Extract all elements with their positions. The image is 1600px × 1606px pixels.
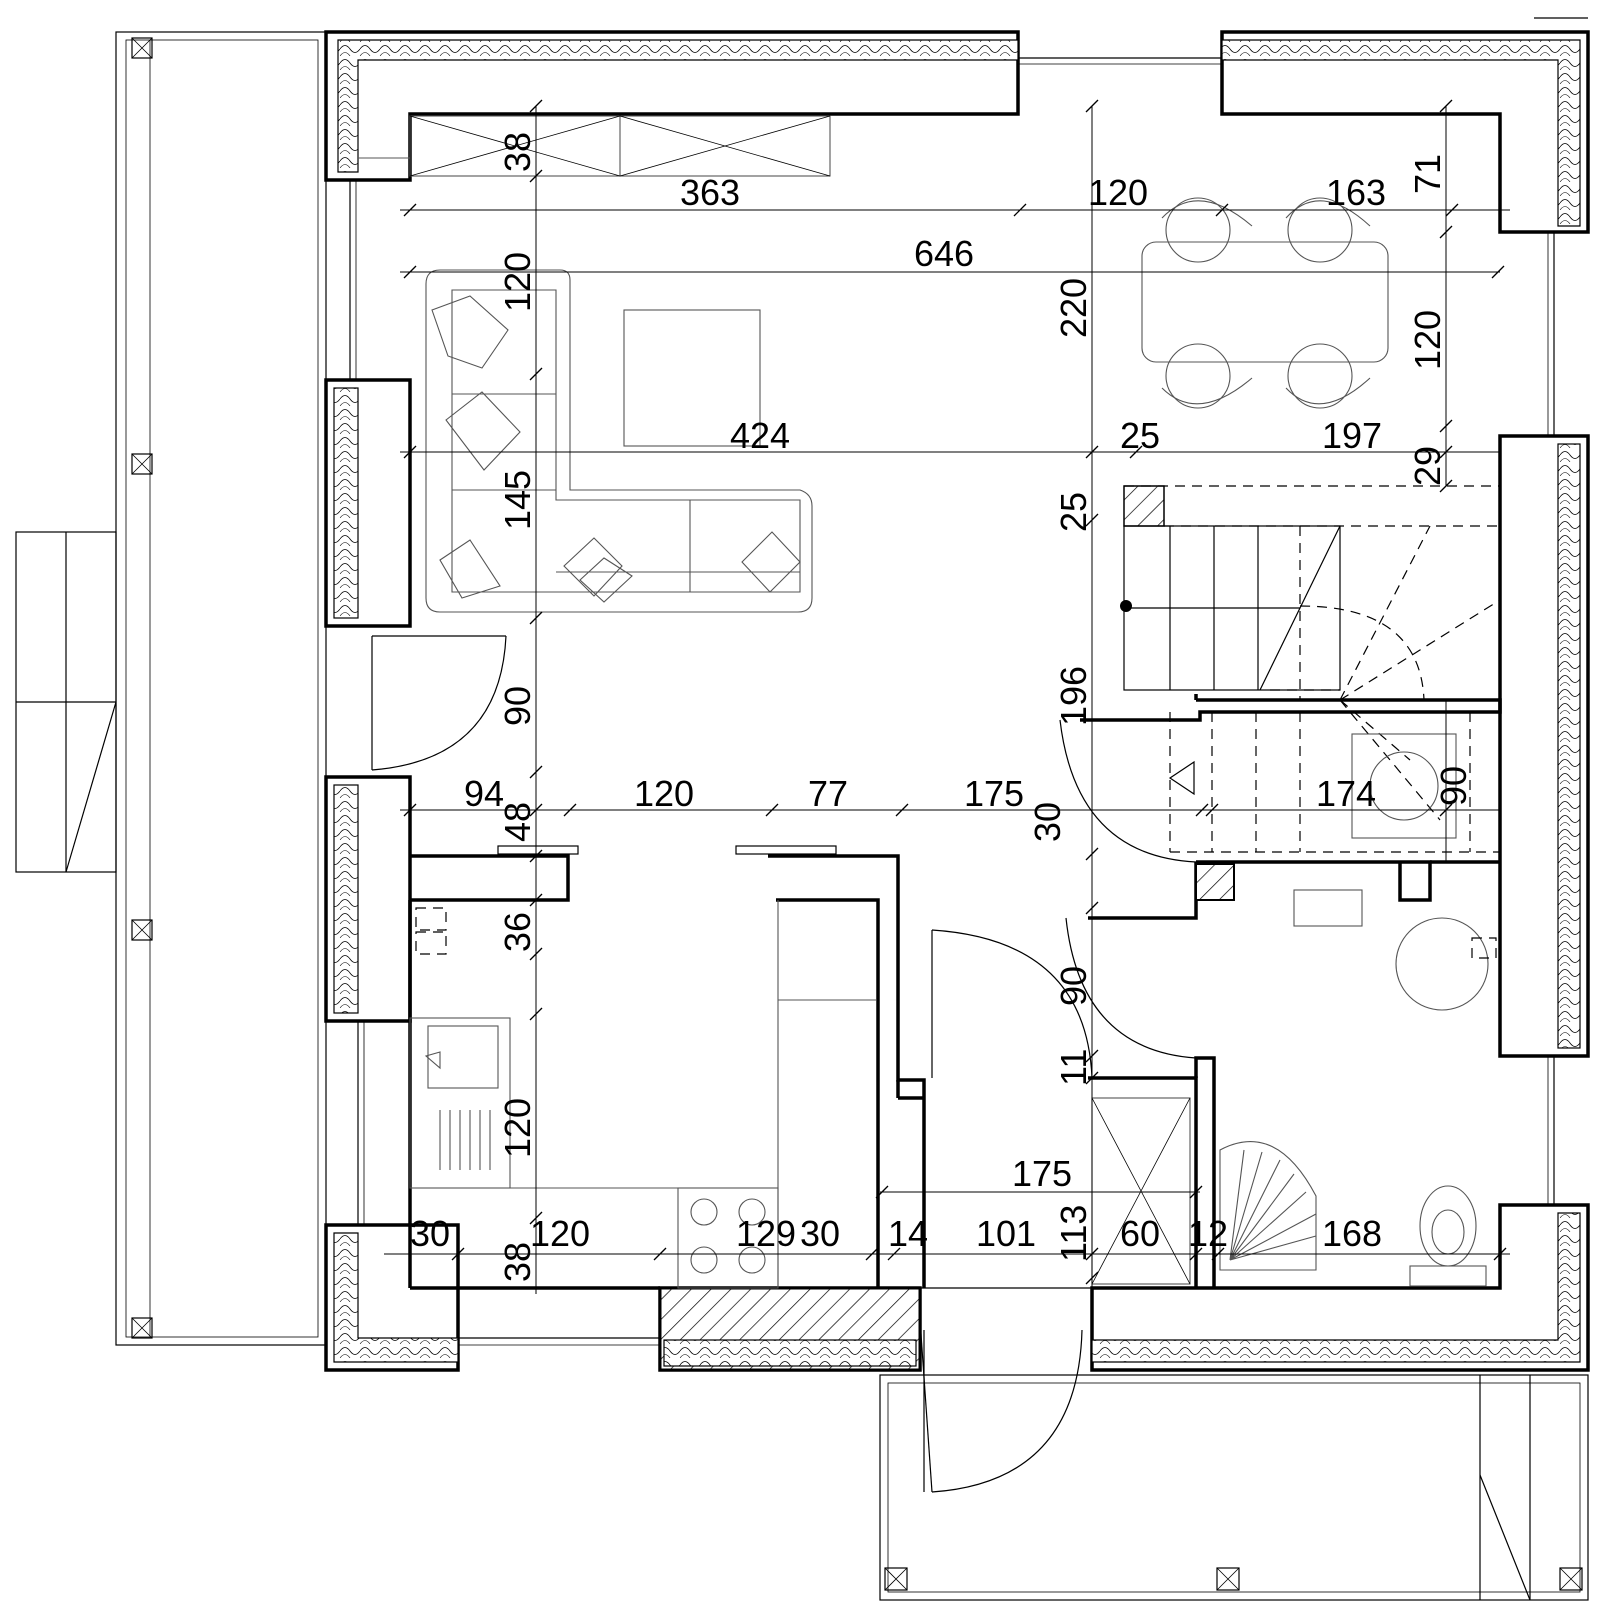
coffee-table bbox=[623, 309, 761, 447]
dim-646: 646 bbox=[914, 233, 974, 274]
dim-120-kitchen: 120 bbox=[497, 1098, 538, 1158]
wardrobe bbox=[358, 115, 831, 177]
dim-11: 11 bbox=[1053, 1049, 1094, 1086]
dim-36: 36 bbox=[497, 912, 538, 952]
dim-25-h: 25 bbox=[1120, 415, 1160, 456]
utility-box bbox=[1351, 733, 1457, 839]
dining-set bbox=[1141, 197, 1389, 409]
dimension-lines bbox=[384, 99, 1510, 1300]
dimension-labels: 363 120 163 71 38 646 120 220 120 424 25… bbox=[410, 132, 1474, 1282]
terrace-left bbox=[115, 31, 327, 1346]
dim-120-top: 120 bbox=[1088, 172, 1148, 213]
dim-168: 168 bbox=[1322, 1213, 1382, 1254]
dim-14: 14 bbox=[888, 1213, 928, 1254]
dim-220: 220 bbox=[1053, 278, 1094, 338]
dim-197: 197 bbox=[1322, 415, 1382, 456]
dim-120-bottom: 120 bbox=[530, 1213, 590, 1254]
kitchen-units bbox=[409, 845, 876, 1289]
dim-38-top: 38 bbox=[497, 132, 538, 172]
dim-38-bottom: 38 bbox=[497, 1242, 538, 1282]
internal-walls bbox=[408, 694, 1502, 1290]
dim-129: 129 bbox=[736, 1213, 796, 1254]
dim-175-hall: 175 bbox=[964, 773, 1024, 814]
dim-29: 29 bbox=[1407, 446, 1448, 486]
dim-196: 196 bbox=[1053, 666, 1094, 726]
dim-90-door-left: 90 bbox=[497, 686, 538, 726]
dim-175-corridor: 175 bbox=[1012, 1153, 1072, 1194]
dim-90-bath-door: 90 bbox=[1053, 966, 1094, 1006]
dim-25-v: 25 bbox=[1053, 492, 1094, 532]
dim-30-hall: 30 bbox=[1027, 802, 1068, 842]
entrance-porch bbox=[879, 1374, 1589, 1601]
bathroom-fixtures bbox=[1091, 889, 1497, 1287]
dim-30-bottom: 30 bbox=[410, 1213, 450, 1254]
dim-71: 71 bbox=[1407, 154, 1448, 194]
dim-30-bottom-b: 30 bbox=[800, 1213, 840, 1254]
dim-48: 48 bbox=[497, 802, 538, 842]
dim-101: 101 bbox=[976, 1213, 1036, 1254]
terrace-steps bbox=[15, 531, 117, 873]
dim-94: 94 bbox=[464, 773, 504, 814]
dim-12: 12 bbox=[1188, 1213, 1228, 1254]
dim-90-niche: 90 bbox=[1433, 766, 1474, 806]
external-walls bbox=[324, 30, 1590, 1372]
dim-424: 424 bbox=[730, 415, 790, 456]
staircase bbox=[1120, 485, 1501, 853]
dim-120-hall: 120 bbox=[634, 773, 694, 814]
dim-113: 113 bbox=[1053, 1205, 1094, 1262]
dim-163: 163 bbox=[1326, 172, 1386, 213]
dim-120-living: 120 bbox=[497, 252, 538, 312]
dim-77: 77 bbox=[808, 773, 848, 814]
dim-145: 145 bbox=[497, 470, 538, 530]
dim-174: 174 bbox=[1316, 773, 1376, 814]
dim-60: 60 bbox=[1120, 1213, 1160, 1254]
sofa bbox=[425, 269, 813, 613]
doors bbox=[371, 635, 1197, 1493]
dim-363: 363 bbox=[680, 172, 740, 213]
dim-120-dining: 120 bbox=[1407, 310, 1448, 370]
